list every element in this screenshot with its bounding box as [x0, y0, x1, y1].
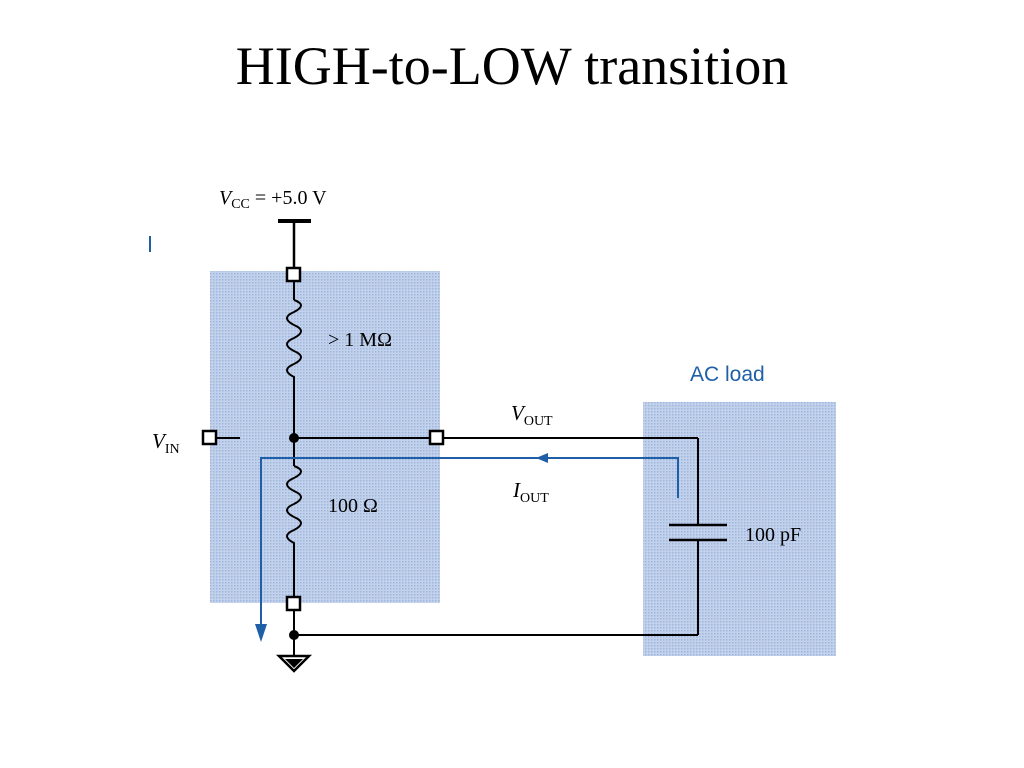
r-top-label: > 1 MΩ — [328, 329, 392, 351]
iout-arrow-left — [536, 453, 548, 463]
capacitor-label: 100 pF — [745, 524, 801, 546]
vcc-label: VCC = +5.0 V — [219, 187, 327, 212]
ground-symbol-inner — [285, 659, 303, 668]
r-bottom-label: 100 Ω — [328, 495, 378, 517]
vin-label: VIN — [152, 429, 180, 457]
ground-terminal — [285, 595, 302, 612]
r-bottom-resistor — [286, 465, 302, 550]
vout-label: VOUT — [511, 401, 553, 429]
page-title: HIGH-to-LOW transition — [235, 36, 789, 96]
vcc-terminal — [285, 266, 302, 283]
vout-terminal — [428, 429, 445, 446]
vin-terminal — [201, 429, 218, 446]
ac-load-label: AC load — [690, 363, 765, 386]
iout-current-path — [260, 457, 679, 632]
iout-arrow-down — [255, 624, 267, 642]
iout-label: IOUT — [512, 478, 549, 506]
ac-load-region — [643, 402, 836, 656]
r-top-resistor — [286, 299, 302, 384]
